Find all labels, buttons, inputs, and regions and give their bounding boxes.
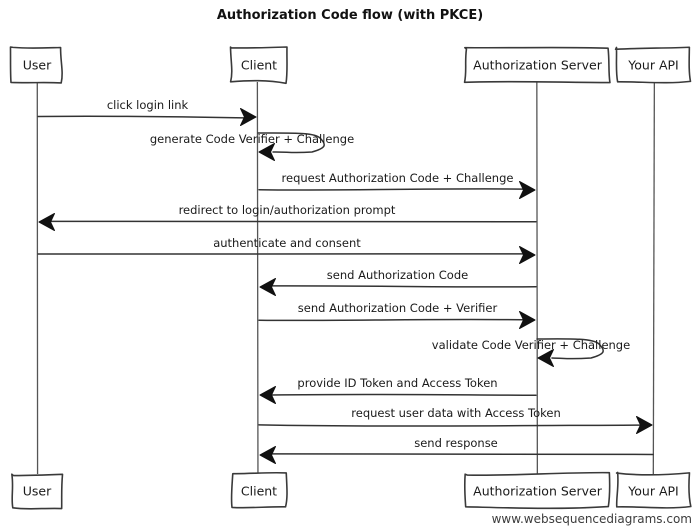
message-label-10: send response (414, 436, 498, 450)
participant-label-authz: Authorization Server (473, 484, 603, 499)
message-label-8: provide ID Token and Access Token (297, 376, 497, 390)
message-label-1: generate Code Verifier + Challenge (150, 132, 354, 146)
message-label-5: send Authorization Code (327, 268, 468, 282)
message-6[interactable]: send Authorization Code + Verifier (258, 301, 536, 329)
message-label-7: validate Code Verifier + Challenge (432, 338, 630, 352)
diagram-title: Authorization Code flow (with PKCE) (217, 8, 483, 23)
message-label-2: request Authorization Code + Challenge (282, 171, 514, 185)
lifeline-api (652, 81, 656, 475)
participant-box-user-top[interactable]: User (9, 46, 63, 84)
message-5[interactable]: send Authorization Code (259, 268, 537, 296)
participant-label-user: User (23, 484, 52, 499)
message-7[interactable]: validate Code Verifier + Challenge (432, 338, 630, 367)
message-0[interactable]: click login link (37, 98, 257, 126)
participant-label-api: Your API (627, 58, 678, 73)
message-1[interactable]: generate Code Verifier + Challenge (150, 132, 354, 161)
participant-box-user-bottom[interactable]: User (11, 473, 64, 510)
message-2[interactable]: request Authorization Code + Challenge (258, 171, 536, 199)
message-label-6: send Authorization Code + Verifier (298, 301, 498, 315)
message-4[interactable]: authenticate and consent (37, 236, 536, 264)
message-3[interactable]: redirect to login/authorization prompt (38, 203, 537, 231)
message-9[interactable]: request user data with Access Token (258, 406, 653, 434)
participant-box-client-top[interactable]: Client (229, 46, 288, 85)
participant-label-api: Your API (627, 484, 678, 499)
messages-layer: click login link generate Code Verifier +… (37, 98, 654, 464)
lifeline-authz (536, 81, 539, 475)
message-label-3: redirect to login/authorization prompt (179, 203, 396, 217)
message-8[interactable]: provide ID Token and Access Token (259, 376, 537, 404)
watermark-footer: www.websequencediagrams.com (492, 512, 692, 526)
participant-box-api-bottom[interactable]: Your API (615, 471, 692, 509)
participant-label-client: Client (241, 484, 277, 499)
participant-box-authz-bottom[interactable]: Authorization Server (463, 471, 611, 510)
message-label-0: click login link (107, 98, 189, 112)
participant-box-authz-top[interactable]: Authorization Server (463, 46, 611, 84)
lifeline-client (256, 81, 259, 475)
participant-label-user: User (23, 58, 52, 73)
participant-label-authz: Authorization Server (473, 58, 603, 73)
participant-box-client-bottom[interactable]: Client (230, 471, 288, 509)
message-label-4: authenticate and consent (213, 236, 361, 250)
message-label-9: request user data with Access Token (351, 406, 560, 420)
participant-label-client: Client (241, 58, 277, 73)
lifelines-layer (36, 81, 656, 475)
participant-box-api-top[interactable]: Your API (614, 46, 692, 84)
message-10[interactable]: send response (259, 436, 654, 464)
